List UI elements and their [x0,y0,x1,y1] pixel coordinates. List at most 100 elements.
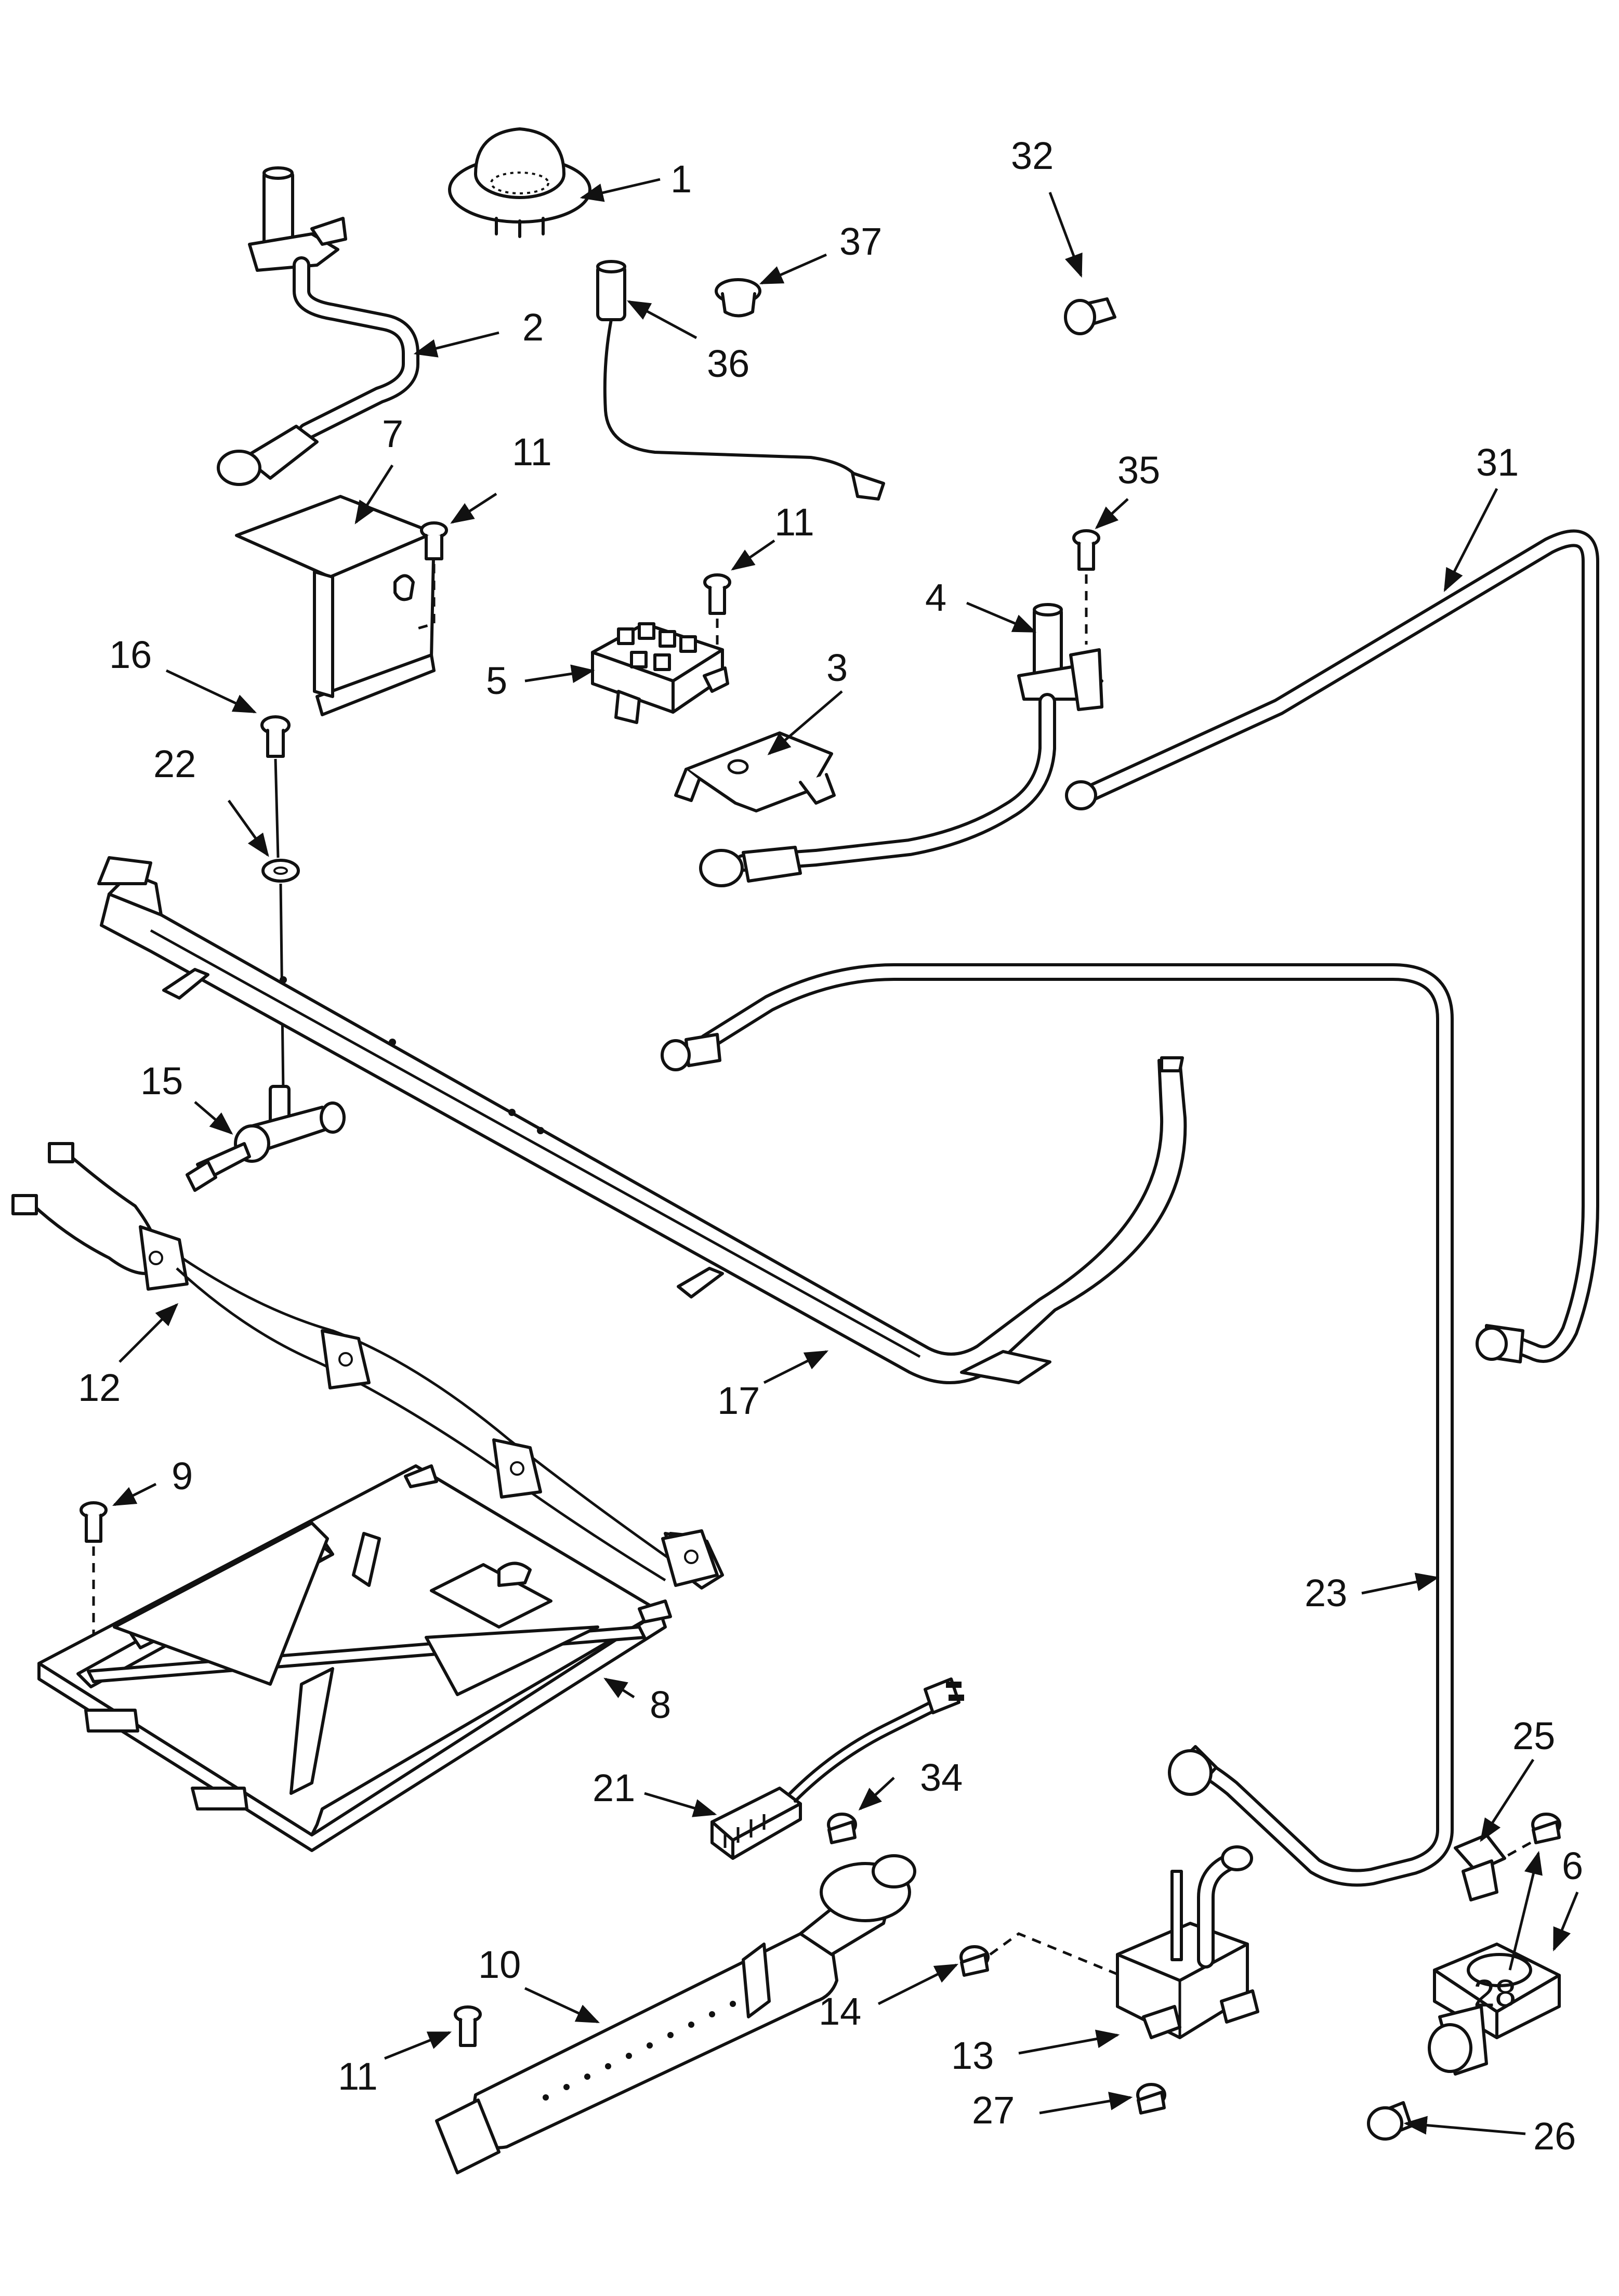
callout-9: 9 [172,1454,193,1498]
leader-26 [1403,2116,1526,2135]
leader-8 [603,1677,635,1699]
callout-11a: 11 [512,430,552,474]
callout-35: 35 [1117,449,1160,492]
part-bracket-25 [1454,1833,1506,1901]
part-oven-burner-10 [435,1854,916,2174]
leader-11b [731,539,775,571]
callout-26: 26 [1533,2115,1576,2158]
part-grommet [715,278,761,318]
leader-5 [524,664,595,683]
callout-7: 7 [382,412,403,455]
leader-lines [112,178,1579,2135]
part-manifold-17 [97,856,1187,1384]
leader-11c [384,2031,452,2060]
callout-11b: 11 [774,501,814,544]
leader-37 [759,253,827,285]
callout-34: 34 [920,1756,963,1799]
part-screw-27 [1136,2083,1166,2115]
leader-15 [194,1101,233,1135]
callout-28: 28 [1473,1972,1516,2015]
part-top-burner-tube [217,166,419,486]
part-screw-28 [1506,1813,1561,1857]
leader-36 [627,300,697,339]
callout-4: 4 [925,576,946,619]
callout-12: 12 [78,1366,121,1409]
leader-35 [1095,498,1129,530]
leader-4 [966,601,1037,633]
leader-31 [1443,488,1498,593]
part-relay-cover [235,495,436,716]
callout-2: 2 [522,306,544,349]
leader-14 [877,1963,959,2005]
part-bolt-16 [260,715,291,758]
part-burner-tube-4 [699,603,1103,887]
leader-11a [450,492,497,524]
part-screw-11a [415,521,448,631]
part-washer-22 [261,859,300,883]
callout-32: 32 [1011,134,1054,177]
part-valve-15 [186,1085,346,1192]
callout-labels: 1 2 3 4 5 6 7 8 9 10 11 11 11 12 13 14 1… [78,134,1583,2158]
callout-16: 16 [109,633,152,676]
part-mounting-bracket [674,731,836,812]
callout-14: 14 [819,1990,861,2033]
callout-23: 23 [1305,1571,1347,1615]
callout-1: 1 [670,158,692,201]
leader-10 [524,1987,600,2024]
callout-31: 31 [1476,441,1519,484]
callout-36: 36 [707,342,749,385]
part-screw-34 [827,1813,857,1844]
leader-2 [413,331,499,358]
leader-25 [1480,1759,1535,1842]
part-wire-harness-12 [11,1142,724,1590]
leader-34 [858,1777,895,1811]
leader-1 [580,178,661,202]
part-gas-line-23 [661,963,1454,1887]
leader-7 [354,464,394,524]
callout-37: 37 [839,220,882,263]
part-screw-35 [1072,529,1100,645]
callout-22: 22 [153,742,196,785]
part-spark-electrode [596,260,885,501]
leader-21 [644,1792,717,1817]
callout-21: 21 [593,1766,635,1809]
callout-3: 3 [826,646,848,689]
callout-17: 17 [717,1379,760,1422]
leader-16 [165,669,257,714]
callout-15: 15 [140,1059,183,1103]
callout-10: 10 [478,1943,521,1986]
leader-22 [227,799,269,857]
leader-17 [763,1350,829,1384]
part-gas-line-31 [1065,529,1599,1363]
part-screw-11b [703,573,731,645]
leader-27 [1039,2092,1133,2115]
callout-6: 6 [1562,1844,1583,1887]
leader-9 [112,1482,157,1506]
leader-28 [1508,1851,1543,1971]
callout-8: 8 [650,1683,671,1726]
part-screw-11c [454,2005,482,2047]
part-baffle-plate-8 [37,1464,672,1852]
part-igniter-21 [710,1677,964,1860]
leader-23 [1361,1572,1440,1595]
callout-25: 25 [1512,1714,1555,1757]
leader-6 [1552,1892,1579,1952]
part-burner-cap [448,127,591,238]
part-switch-block [591,622,729,724]
callout-27: 27 [972,2089,1015,2132]
part-orifice-26 [1367,2101,1413,2141]
callout-11c: 11 [338,2055,378,2098]
burner-ports [543,2001,736,2101]
leader-12 [119,1303,179,1363]
leader-3 [767,690,843,755]
part-screw-14 [959,1932,1121,1977]
part-gas-valve-13 [1116,1845,1259,2039]
callout-13: 13 [951,2034,994,2077]
leader-13 [1018,2029,1120,2055]
callout-5: 5 [486,659,507,702]
assembly-line-16 [274,758,285,1092]
part-orifice-32 [1064,297,1116,335]
leader-32 [1048,192,1083,278]
